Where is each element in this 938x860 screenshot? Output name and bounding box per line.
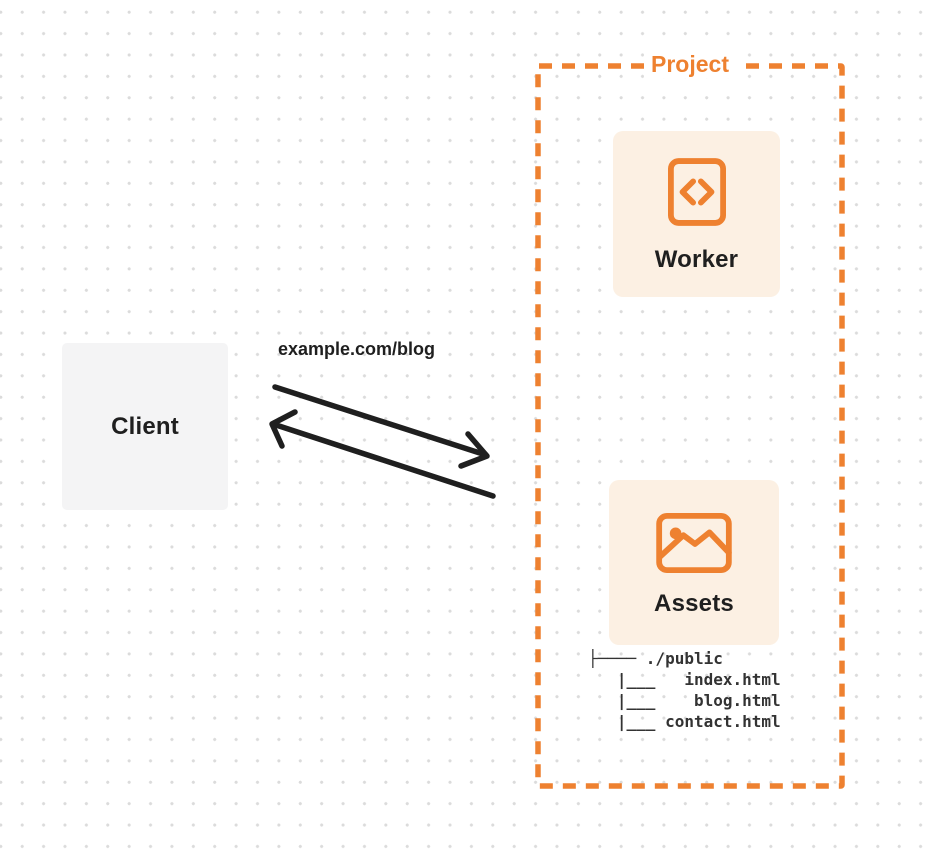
assets-card: Assets <box>609 480 779 645</box>
client-label: Client <box>111 412 179 440</box>
request-arrow <box>272 384 490 469</box>
image-icon <box>656 513 732 573</box>
client-box: Client <box>62 343 228 510</box>
response-arrow <box>269 409 496 499</box>
code-file-icon <box>667 158 726 226</box>
assets-file-tree: ├──── ./public |___ index.html |___ blog… <box>588 649 781 731</box>
worker-label: Worker <box>654 246 739 273</box>
assets-label: Assets <box>654 590 734 617</box>
project-title: Project <box>644 51 736 78</box>
worker-card: Worker <box>613 131 780 297</box>
request-url-label: example.com/blog <box>278 339 436 359</box>
project-container: Project Worker Assets ├──── ./public |__… <box>535 51 845 789</box>
